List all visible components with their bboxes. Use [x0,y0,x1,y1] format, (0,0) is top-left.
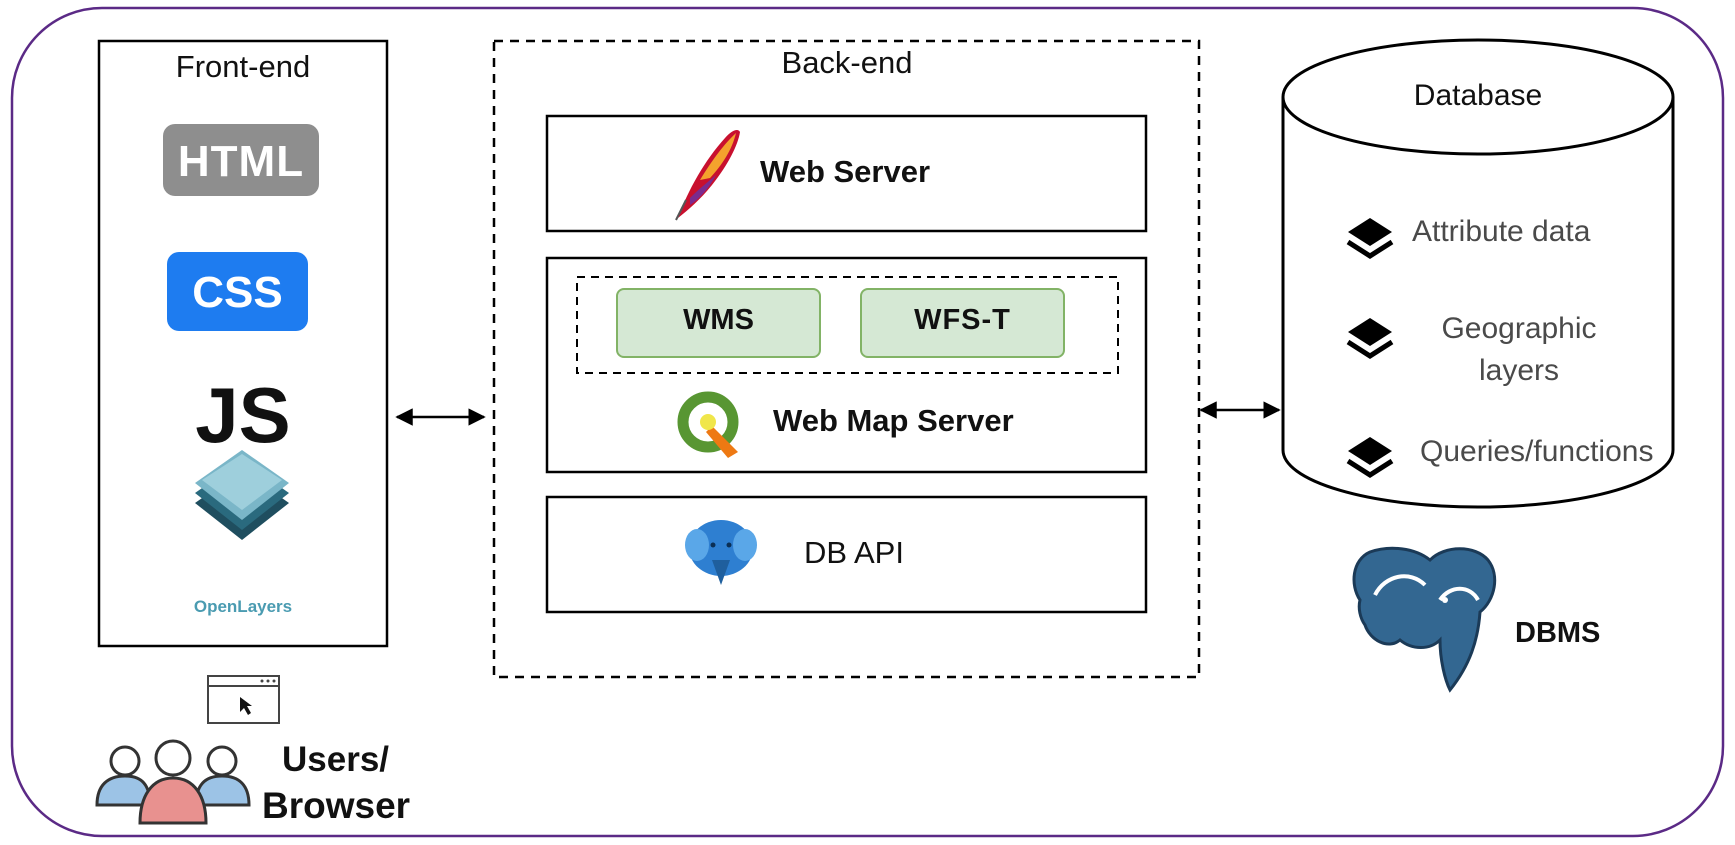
backend-title: Back-end [781,45,913,80]
db-item-geographic-layers: Geographic layers [1400,308,1638,392]
css-badge [167,252,308,331]
web-server-box[interactable] [545,114,1148,233]
openlayers-label: OpenLayers [193,597,293,616]
database-title: Database [1413,79,1543,112]
users-label-line2: Browser [262,785,411,826]
db-api-label: DB API [804,535,904,570]
db-api-elephant-icon [685,520,757,585]
wfs-label: WFS-T [914,304,1011,336]
database-cylinder [1281,38,1675,509]
js-logo: JS [195,371,291,459]
db-item-attribute-data: Attribute data [1412,215,1591,248]
web-map-server-label: Web Map Server [773,403,1014,438]
html-badge [163,124,319,196]
css-badge-label: CSS [192,268,283,317]
wms-box[interactable] [616,288,821,358]
browser-window-icon [207,675,280,724]
outer-frame [10,6,1725,838]
wms-label: WMS [683,304,754,336]
postgresql-elephant-icon [1352,546,1497,693]
db-item-geographic-layers-text: Geographic layers [1441,312,1597,387]
users-group-icon [95,739,251,825]
db-api-box[interactable] [545,495,1148,614]
web-server-label: Web Server [760,154,931,189]
frontend-title: Front-end [175,49,311,84]
db-item-queries-functions: Queries/functions [1420,435,1654,468]
services-group [576,276,1119,374]
backend-container [492,39,1201,679]
qgis-icon [677,391,739,458]
apache-feather-icon [675,130,740,221]
html-badge-label: HTML [177,137,305,186]
layers-icon [1346,218,1394,259]
users-label-line1: Users/ [282,740,390,779]
layers-icon [1346,318,1394,359]
wfs-box[interactable] [860,288,1065,358]
dbms-label: DBMS [1515,617,1601,649]
openlayers-logo-icon [195,450,289,540]
layers-icon [1346,437,1394,478]
